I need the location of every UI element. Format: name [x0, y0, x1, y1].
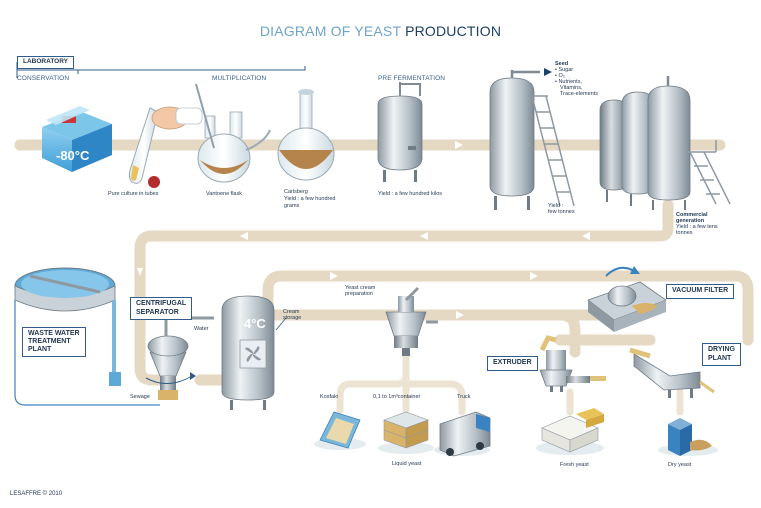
waste-label-2: TREATMENT [28, 338, 71, 345]
drying-plant-box: DRYING PLANT [702, 343, 741, 366]
laboratory-label: LABORATORY [17, 56, 75, 69]
pipe-return [134, 199, 674, 386]
title-part2: PRODUCTION [405, 23, 502, 39]
label-dry-yeast: Dry yeast [668, 462, 692, 468]
label-vantoene: Vantoene flask [206, 191, 242, 197]
ibc-container [378, 411, 434, 454]
label-carlsberg-grams: grams [284, 203, 300, 209]
label-seed-vitamins: Vitamins, [560, 85, 583, 91]
copyright: LESAFFRE © 2010 [10, 491, 63, 497]
label-few-tonnes: few tonnes [548, 209, 575, 215]
label-cream-storage: storage [283, 315, 302, 321]
label-seed-sugar: • Sugar [555, 67, 574, 73]
test-tube [128, 106, 203, 188]
label-cream: Cream [283, 309, 300, 315]
label-generation: generation [676, 218, 705, 224]
label-sewage: Sewage [130, 394, 150, 400]
tanker-truck [434, 411, 491, 457]
label-yield-kilos: Yield : a few hundred kilos [378, 191, 442, 197]
centrifugal-separator [145, 316, 214, 400]
label-container: 0,1 to 1m³container [373, 394, 421, 400]
label-truck: Truck [457, 394, 471, 400]
label-commercial-yield: Yield : a few tens [676, 224, 718, 230]
extruder [539, 335, 606, 392]
label-pure-culture: Pure culture in tubes [108, 191, 159, 197]
label-seed-trace: Trace-elements [560, 91, 599, 97]
label-kosfalo: Kosfalo [320, 394, 339, 400]
label-fresh-yeast: Fresh yeast [560, 462, 589, 468]
label-seed-nutrients: • Nutrients, [555, 79, 582, 85]
pipe-drops [336, 351, 684, 416]
prefermentation-tank [377, 82, 423, 182]
centrifugal-label-2: SEPARATOR [136, 308, 179, 316]
extruder-box: EXTRUDER [487, 356, 538, 371]
label-yeast-cream: Yeast cream [345, 285, 376, 291]
label-commercial-tonnes: tonnes [676, 230, 693, 236]
label-carlsberg-yield: Yield : a few hundred [284, 196, 336, 202]
freezer [42, 106, 112, 172]
fermenters-commercial [599, 76, 731, 210]
fermenter-large [489, 68, 575, 210]
fresh-yeast-blocks [536, 408, 604, 455]
yeast-cream-prep [385, 286, 438, 356]
label-yeast-cream-prep: preparation [345, 291, 373, 297]
vacuum-filter-box: VACUUM FILTER [666, 284, 735, 299]
stage-conservation: CONSERVATION [17, 75, 70, 82]
vantoene-flask [195, 83, 271, 183]
label-commercial: Commercial [676, 212, 708, 218]
vacuum-filter [587, 266, 667, 332]
drying-plant [629, 347, 715, 398]
waste-water-basin [14, 267, 121, 386]
carlsberg-flask [277, 89, 335, 181]
stage-prefermentation: PRE FERMENTATION [378, 75, 446, 82]
label-seed: Seed [555, 61, 569, 67]
freezer-temperature: -80°C [56, 148, 90, 163]
label-yield-tonnes: Yield : [548, 203, 564, 209]
waste-pipe [14, 300, 160, 406]
waste-label-1: WASTE WATER [28, 330, 80, 337]
waste-label-3: PLANT [28, 346, 52, 353]
label-water: Water [194, 326, 209, 332]
drying-label-2: PLANT [708, 354, 732, 362]
label-seed-o2: • O₂ [555, 73, 565, 79]
drying-label-1: DRYING [708, 346, 735, 353]
diagram-title: DIAGRAM OF YEAST PRODUCTION [0, 23, 761, 39]
label-liquid-yeast: Liquid yeast [392, 461, 422, 467]
dry-yeast-package [658, 418, 718, 456]
title-part1: DIAGRAM OF YEAST [259, 23, 401, 39]
centrifugal-label-1: CENTRIFUGAL [136, 300, 187, 307]
waste-water-box: WASTE WATER TREATMENT PLANT [22, 327, 86, 357]
kosfalo-bag [314, 411, 366, 450]
cream-storage-tank [221, 295, 287, 410]
stage-multiplication: MULTIPLICATION [212, 75, 267, 82]
cream-temperature: 4°C [244, 316, 266, 331]
centrifugal-separator-box: CENTRIFUGAL SEPARATOR [130, 297, 193, 320]
label-carlsberg: Carlsberg [284, 189, 308, 195]
